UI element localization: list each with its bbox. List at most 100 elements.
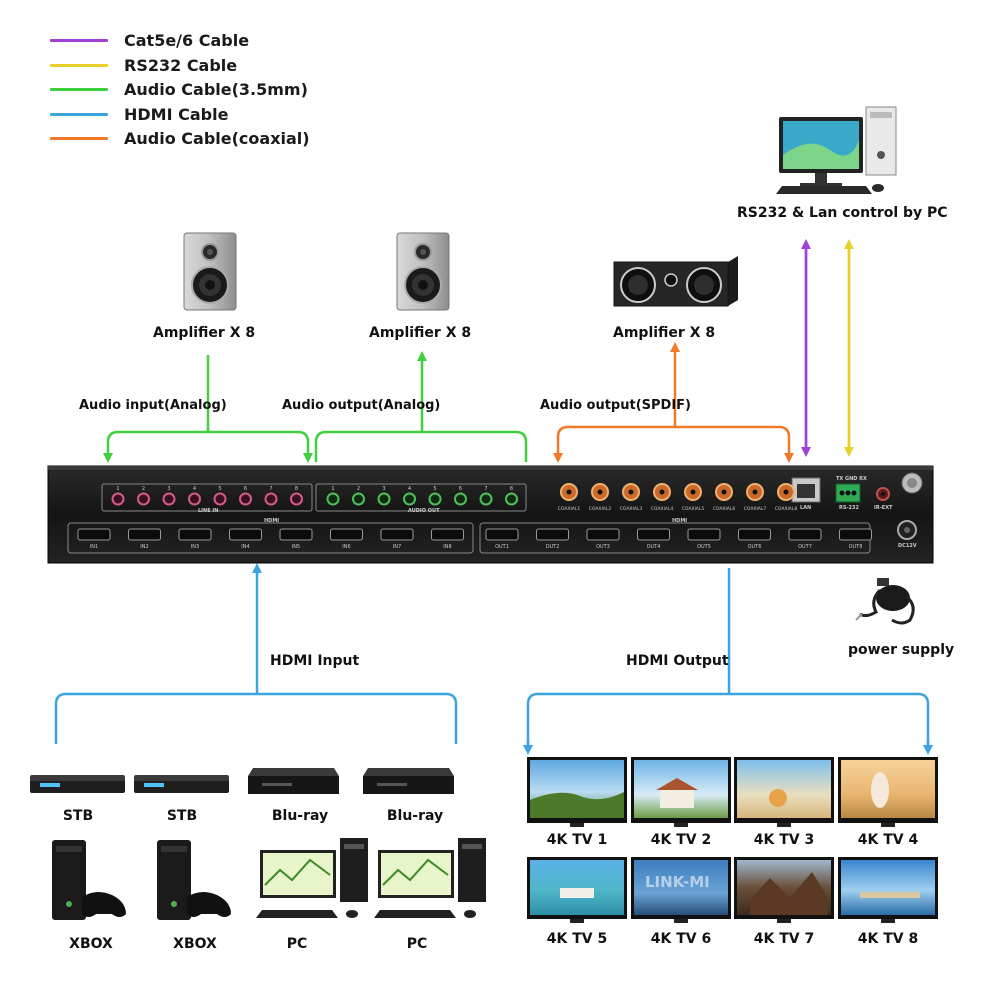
coaxial-pin [783,489,789,495]
hdmi-output-port [586,528,620,541]
control-label: RS232 & Lan control by PC [737,205,948,221]
xbox-device-2 [157,840,231,920]
pc-device-1 [256,838,368,918]
audio-out-number: 7 [484,486,487,492]
hdmi-input-port [330,528,363,541]
hdmi-input-port [380,528,414,541]
line-in-jack [137,492,150,506]
source-label-xbox-1: XBOX [69,936,113,952]
coaxial-pin [690,489,696,495]
audio-out-jack [428,492,442,506]
spdif-connection [553,342,794,463]
audio-input-connection [103,355,313,463]
line-in-jack [264,492,278,506]
legend-text: RS232 Cable [124,55,238,75]
audio-out-jack [454,492,467,506]
legend-text: HDMI Cable [124,104,229,124]
legend-line-orange [50,136,108,140]
hdmi-output-port [687,528,721,541]
stb-device-2 [134,775,229,793]
legend-item-audio-35: Audio Cable(3.5mm) [50,78,308,100]
line-in-jack [162,492,176,506]
tv-label-2: 4K TV 2 [650,832,712,848]
audio-output-connection [314,351,528,462]
line-in-jack [290,492,303,506]
control-pc [776,106,897,194]
line-in-number: 2 [142,486,145,492]
hdmi-output-label: OUT4 [647,544,661,550]
coaxial-label: COAXIAL7 [744,506,767,512]
coaxial-pin [628,489,634,495]
legend-item-rs232: RS232 Cable [50,54,237,76]
hdmi-output-connection [523,568,933,755]
audio-out-jack [377,492,391,506]
speaker-2 [396,232,450,311]
tv-label-8: 4K TV 8 [857,931,919,947]
audio-input-label: Audio input(Analog) [79,398,227,413]
audio-out-number: 5 [433,486,436,492]
coaxial-pin [566,489,572,495]
coaxial-pin [752,489,758,495]
hdmi-input-label: IN5 [292,544,300,550]
legend-item-cat5e: Cat5e/6 Cable [50,29,249,51]
audio-out-jack [505,492,518,506]
tv-2 [631,757,731,827]
matrix-panel [47,465,934,564]
audio-out-jack [403,492,416,506]
ir-ext-label: IR-EXT [874,505,893,511]
line-in-jack [111,492,125,506]
hdmi-input-port [431,528,464,541]
legend-line-blue [50,112,108,116]
audio-output-spdif-label: Audio output(SPDIF) [540,398,691,413]
line-in-number: 1 [116,486,119,492]
coaxial-label: COAXIAL8 [775,506,798,512]
line-in-number: 3 [167,486,170,492]
audio-out-number: 3 [382,486,385,492]
coaxial-pin [721,489,727,495]
source-label-xbox-2: XBOX [173,936,217,952]
hdmi-input-label: IN2 [140,544,148,550]
power-supply [855,578,915,625]
hdmi-input-label: IN3 [191,544,199,550]
hdmi-input-port [229,528,262,541]
amplifier-label-3: Amplifier X 8 [613,325,716,341]
hdmi-output-port [485,528,519,541]
amplifier-label-2: Amplifier X 8 [369,325,472,341]
line-in-label: LINE IN [198,508,219,514]
hdmi-output-port [536,528,569,541]
tv-label-5: 4K TV 5 [546,931,608,947]
hdmi-input-label: IN1 [90,544,98,550]
audio-out-jack [479,492,493,506]
dc-label: DC12V [898,543,917,549]
hdmi-output-label: OUT1 [495,544,509,550]
audio-out-number: 2 [357,486,360,492]
line-in-number: 4 [193,486,196,492]
hdmi-output-label: OUT5 [697,544,711,550]
tv-4 [838,757,938,827]
bluray-device-1 [248,768,339,794]
legend-line-green [50,87,108,91]
hdmi-output-label: OUT3 [596,544,610,550]
power-supply-label: power supply [848,642,955,658]
coaxial-label: COAXIAL6 [713,506,736,512]
bluray-device-2 [363,768,454,794]
hdmi-output-label: OUT2 [546,544,560,550]
hdmi-output-label: OUT8 [849,544,863,550]
legend-text: Audio Cable(coaxial) [124,128,310,148]
line-in-number: 7 [269,486,272,492]
hdmi-input-port [279,528,313,541]
hdmi-input-port [77,528,111,541]
hdmi-in-group-label: HDMI [264,518,280,524]
audio-out-number: 1 [331,486,334,492]
audio-out-jack [352,492,365,506]
tv-label-6: 4K TV 6 [650,931,712,947]
pc-device-2 [374,838,486,918]
line-in-jack [213,492,227,506]
source-label-pc-2: PC [406,936,428,952]
coaxial-label: COAXIAL2 [589,506,612,512]
hdmi-input-label: IN4 [241,544,249,550]
audio-out-label: AUDIO OUT [408,508,440,514]
hdmi-output-label: OUT7 [798,544,812,550]
